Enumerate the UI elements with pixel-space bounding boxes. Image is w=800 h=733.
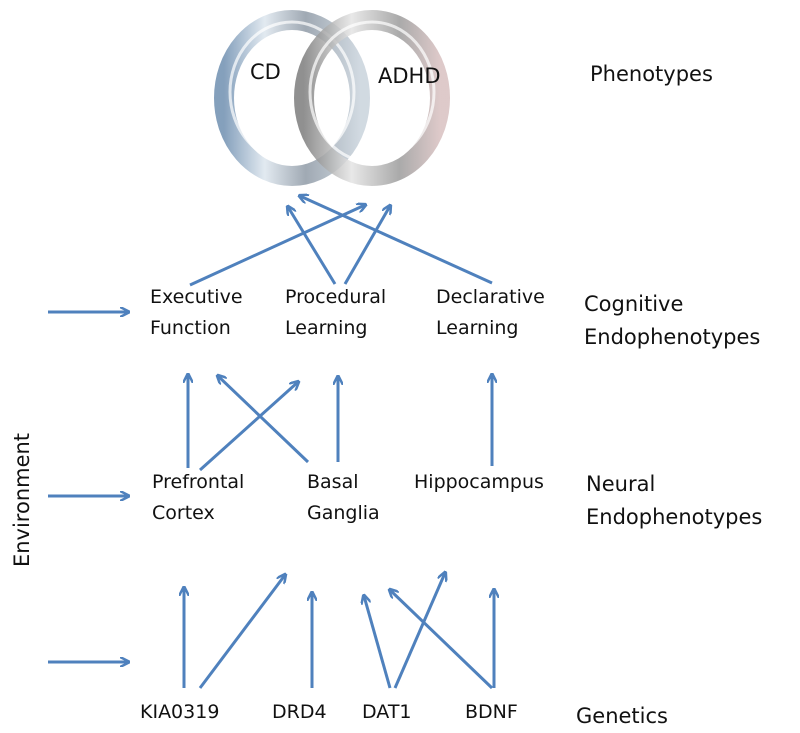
node-prefrontal-cortex: Prefrontal Cortex (152, 471, 245, 524)
arrow-dat1-to-hippocampus (393, 573, 445, 689)
gene-kia0319: KIA0319 (140, 701, 220, 723)
environment-label: Environment (10, 432, 34, 568)
node-declarative-learning: Declarative Learning (436, 286, 545, 339)
node-executive-function: Executive Function (150, 286, 243, 339)
node-procedural-learning: Procedural Learning (285, 286, 387, 339)
arrow-procedural-to-phenotypes-a (288, 207, 337, 285)
arrow-procedural-to-phenotypes-b (343, 206, 390, 285)
arrow-prefrontal-to-procedural (198, 382, 298, 472)
category-cognitive: Cognitive Endophenotypes (584, 292, 761, 349)
category-genetics: Genetics (576, 704, 668, 728)
cd-label: CD (250, 60, 281, 84)
arrow-kia-to-basal (198, 575, 285, 689)
adhd-label: ADHD (378, 64, 441, 88)
arrow-dat1-to-basal (364, 596, 392, 689)
cd-ring (214, 10, 370, 186)
arrow-executive-to-phenotypes (189, 205, 365, 287)
gene-bdnf: BDNF (465, 701, 518, 723)
gene-drd4: DRD4 (272, 701, 327, 723)
node-basal-ganglia: Basal Ganglia (307, 471, 380, 524)
node-hippocampus: Hippocampus (414, 471, 544, 493)
category-phenotypes: Phenotypes (590, 62, 713, 86)
arrow-bdnf-to-basal (390, 590, 494, 690)
gene-dat1: DAT1 (362, 701, 412, 723)
adhd-ring (294, 10, 450, 186)
arrow-basal-to-executive (218, 376, 310, 464)
category-neural: Neural Endophenotypes (586, 472, 763, 529)
arrow-declarative-to-phenotypes (300, 196, 493, 285)
